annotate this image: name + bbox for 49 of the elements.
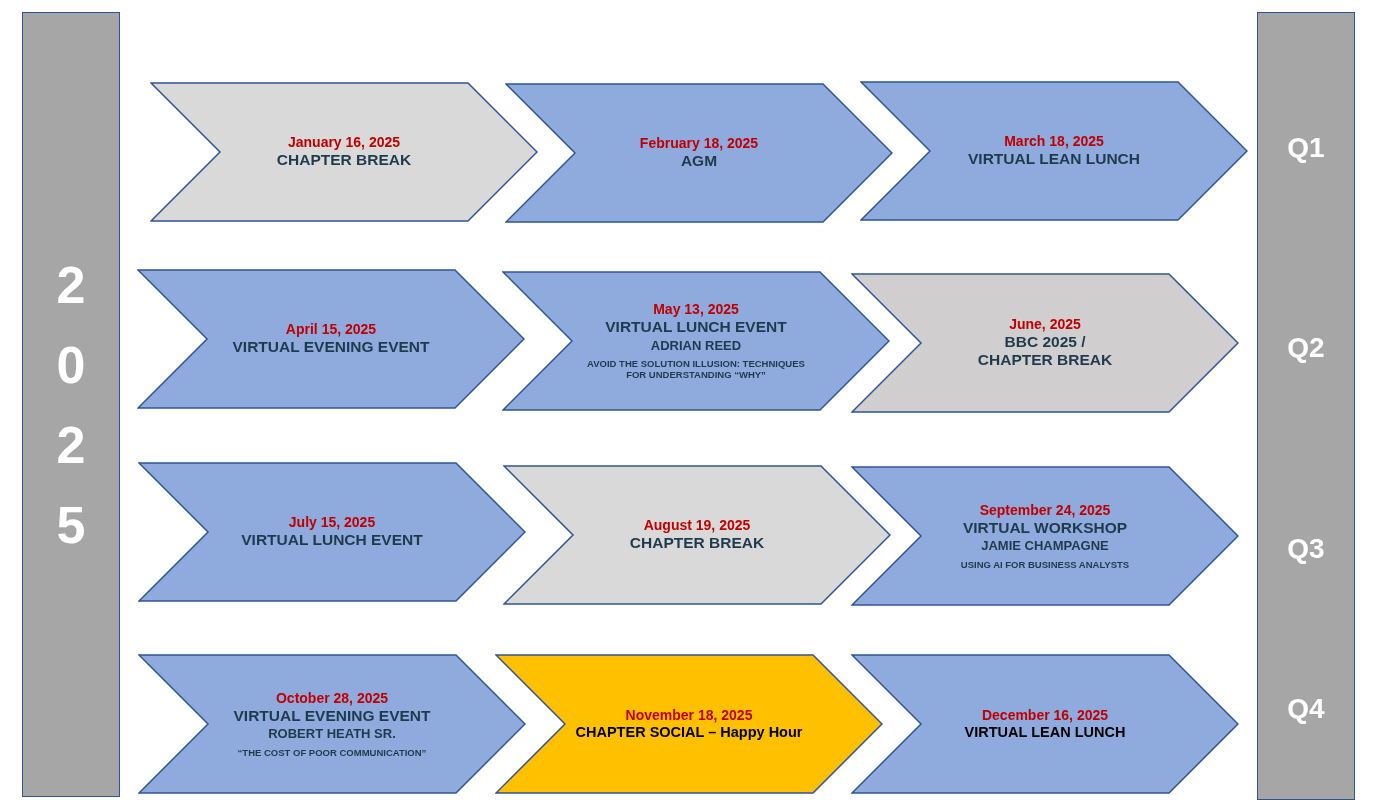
event-date: January 16, 2025 [287, 134, 401, 152]
event-date: August 19, 2025 [643, 517, 751, 535]
event-title: VIRTUAL LUNCH EVENT [241, 531, 423, 550]
quarter-label: Q3 [1287, 533, 1325, 565]
event-date: September 24, 2025 [979, 501, 1111, 519]
event-date: April 15, 2025 [285, 321, 377, 339]
event-date: June, 2025 [1009, 316, 1081, 333]
event-step-shape [851, 466, 1239, 606]
event-step-shape [860, 81, 1248, 221]
event-date: February 18, 2025 [639, 135, 759, 153]
event-title: AGM [680, 152, 718, 171]
event-date: December 16, 2025 [981, 706, 1109, 724]
event-title: VIRTUAL WORKSHOP [962, 518, 1128, 538]
quarter-label: Q1 [1287, 132, 1325, 164]
talk-title: “THE COST OF POOR COMMUNICATION” [237, 746, 427, 759]
speaker-name: ROBERT HEATH SR. [268, 726, 396, 742]
quarter-label: Q2 [1287, 332, 1325, 364]
event-title: BBC 2025 / CHAPTER BREAK [976, 332, 1114, 370]
quarter-bar [1257, 12, 1355, 800]
event-step-shape [505, 83, 893, 223]
event-title: VIRTUAL EVENING EVENT [233, 706, 431, 726]
year-label: 2 0 2 5 [55, 254, 87, 556]
event-step-shape [502, 271, 890, 411]
event-date: July 15, 2025 [288, 514, 376, 532]
event-date: October 28, 2025 [275, 689, 389, 707]
talk-title: AVOID THE SOLUTION ILLUSION: TECHNIQUES FOR UNDERSTANDING “WHY” [586, 358, 806, 381]
quarter-label: Q4 [1287, 693, 1325, 725]
event-step-shape [138, 462, 526, 602]
event-step-shape [137, 269, 525, 409]
event-date: May 13, 2025 [653, 301, 739, 318]
talk-title: USING AI FOR BUSINESS ANALYSTS [960, 558, 1130, 571]
event-step-shape [495, 654, 883, 794]
event-title: VIRTUAL LEAN LUNCH [968, 150, 1140, 169]
event-step-shape [851, 654, 1239, 794]
speaker-name: JAMIE CHAMPAGNE [981, 538, 1109, 554]
event-title: VIRTUAL LEAN LUNCH [964, 723, 1126, 742]
event-step-shape [150, 82, 538, 222]
year-bar [22, 12, 120, 797]
speaker-name: ADRIAN REED [650, 337, 742, 354]
event-title: CHAPTER SOCIAL – Happy Hour [575, 723, 803, 742]
event-title: VIRTUAL LUNCH EVENT [605, 317, 787, 337]
event-step-shape [851, 273, 1239, 413]
event-step-shape [503, 465, 891, 605]
event-title: CHAPTER BREAK [276, 151, 412, 170]
event-title: CHAPTER BREAK [629, 534, 765, 553]
event-title: VIRTUAL EVENING EVENT [232, 338, 430, 357]
event-date: November 18, 2025 [625, 706, 753, 724]
event-date: March 18, 2025 [1004, 133, 1104, 151]
event-step-shape [138, 654, 526, 794]
